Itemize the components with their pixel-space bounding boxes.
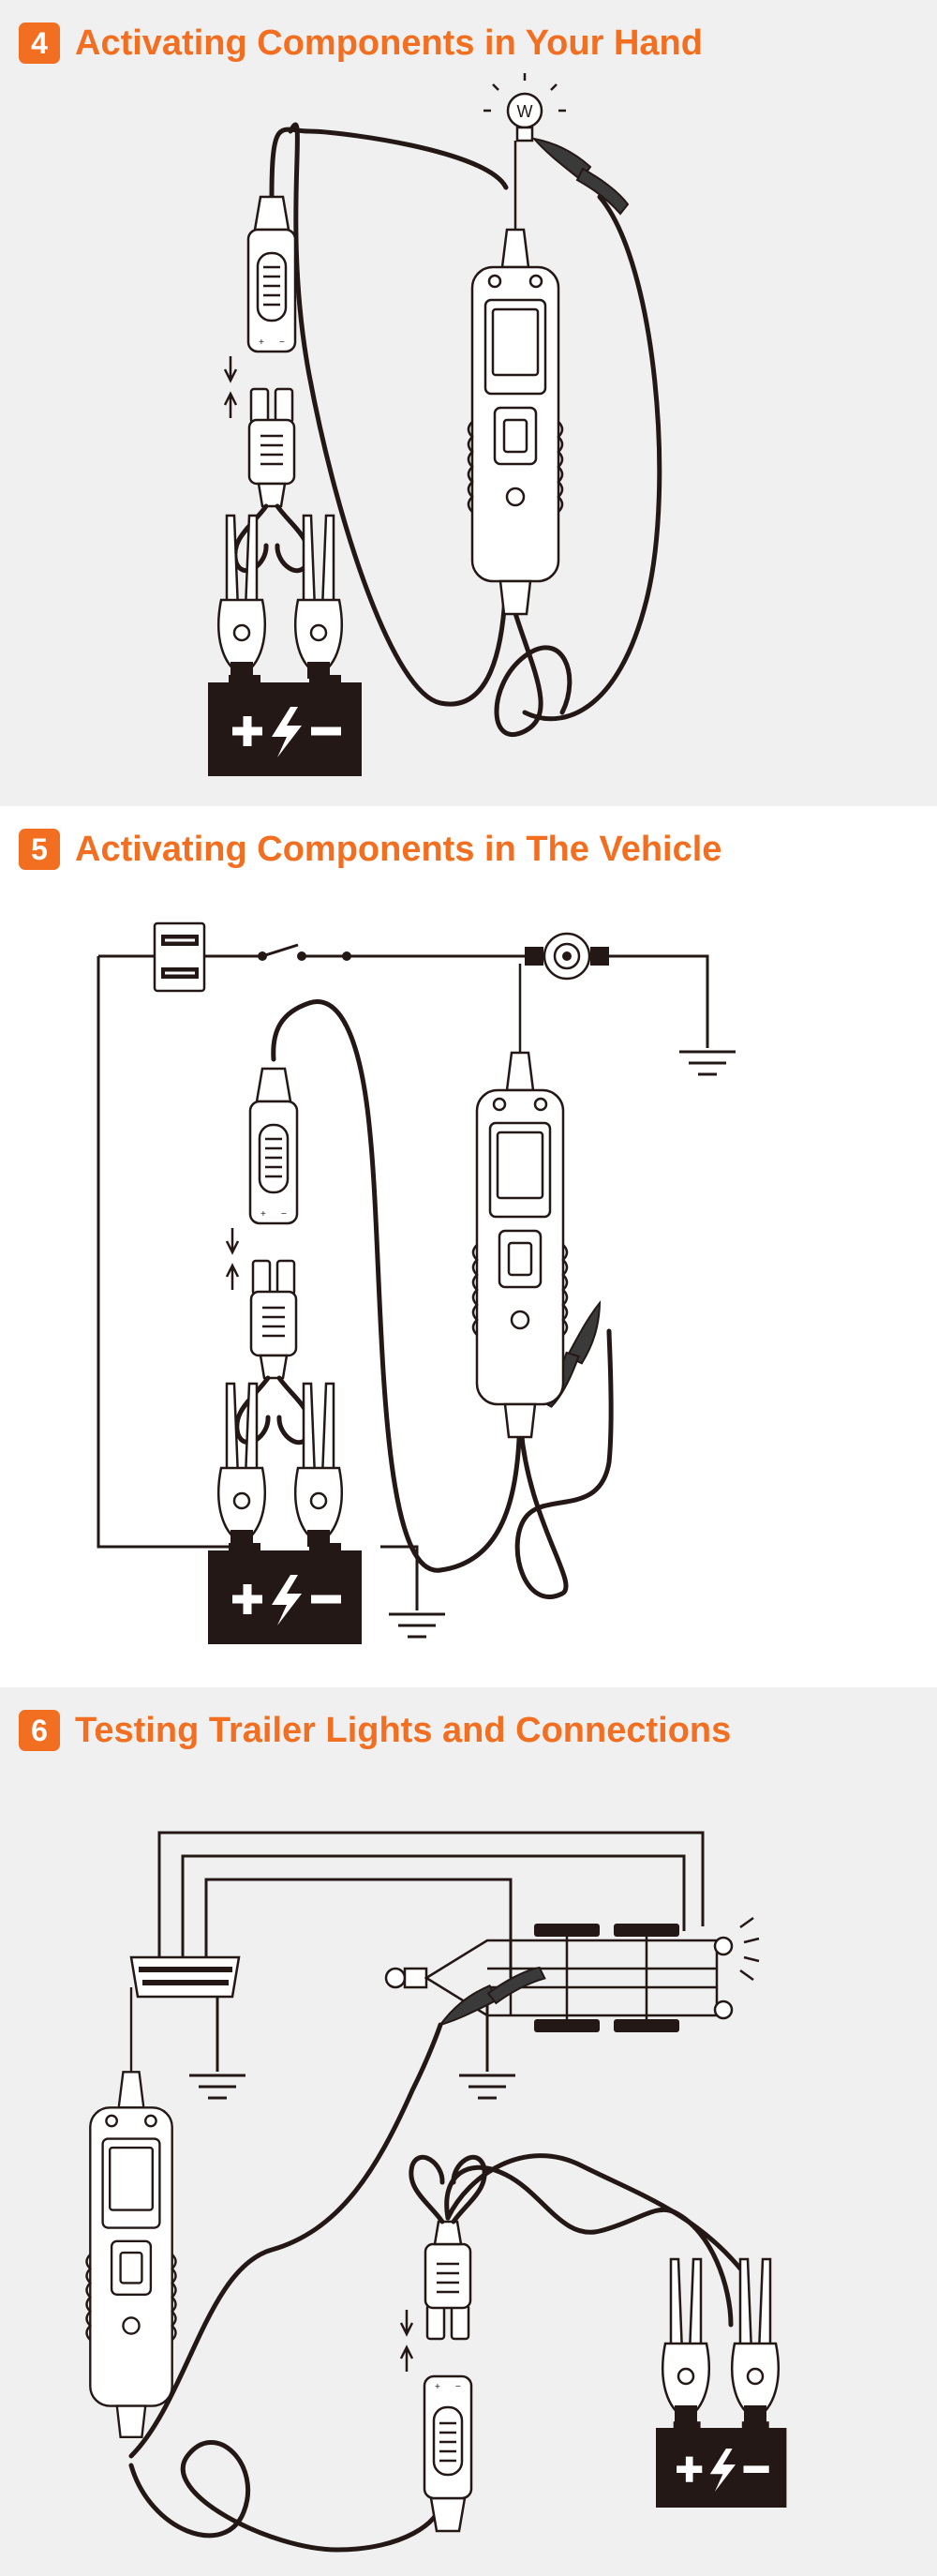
- battery-ground-wire: [380, 1545, 419, 1610]
- section-6: 6 Testing Trailer Lights and Connections: [0, 1687, 937, 2576]
- lamp-socket-icon: [525, 932, 609, 981]
- ground-icon: [187, 2074, 247, 2100]
- probe-cable: [128, 2440, 443, 2553]
- connector-cable: [269, 127, 509, 200]
- trailer-wire-b: [181, 1854, 686, 1957]
- top-wire-c: [609, 954, 709, 1048]
- section-6-header: 6 Testing Trailer Lights and Connections: [19, 1710, 731, 1751]
- left-wire: [97, 956, 245, 1549]
- power-probe-icon: [85, 1985, 177, 2438]
- bulb-label: W: [517, 102, 533, 121]
- probe-cable: [288, 122, 509, 707]
- connector-cable-2: [445, 2153, 743, 2271]
- return-cable: [522, 194, 662, 722]
- fuse-icon: [153, 921, 206, 993]
- battery-clamp-negative-icon: [730, 2257, 781, 2424]
- section-5: 5 Activating Components in The Vehicle: [0, 806, 937, 1687]
- diagram-trailer: [85, 1831, 937, 2553]
- trailer-icon: [384, 1916, 760, 2032]
- ground-icon: [387, 1612, 447, 1639]
- section-6-badge: 6: [19, 1710, 60, 1751]
- trailer-wire-a: [157, 1831, 705, 1957]
- ground-icon: [677, 1050, 737, 1076]
- cable-loop: [494, 578, 573, 737]
- ground-cable: [514, 1328, 614, 1599]
- section-4-title: Activating Components in Your Hand: [75, 22, 703, 63]
- connector-plug-icon: [225, 197, 308, 571]
- connector-plug-icon: [401, 2157, 484, 2531]
- connector-cable: [444, 2164, 734, 2328]
- power-probe-icon: [471, 962, 569, 1439]
- power-probe-icon: [467, 139, 564, 616]
- switch-icon: [261, 943, 299, 958]
- diagram-hand: W: [0, 73, 662, 806]
- battery-clamp-positive-icon: [216, 514, 267, 681]
- battery-icon: [656, 2421, 786, 2508]
- diagram-vehicle: [97, 921, 737, 1687]
- light-bulb-icon: W: [483, 73, 566, 142]
- alligator-clip-icon: [439, 1939, 549, 2058]
- probe-ground-cable: [128, 2022, 443, 2459]
- battery-clamp-positive-icon: [661, 2257, 711, 2424]
- alligator-clip-icon: [533, 138, 629, 215]
- section-5-title: Activating Components in The Vehicle: [75, 829, 722, 869]
- section-4-badge: 4: [19, 22, 60, 64]
- trailer-connector-icon: [129, 1955, 241, 1999]
- trailer-wire-c: [204, 1878, 513, 1978]
- section-4: 4 Activating Components in Your Hand W: [0, 0, 937, 806]
- connector-plug-icon: [227, 1069, 310, 1443]
- probe-cable: [271, 999, 523, 1573]
- battery-icon: [208, 1543, 362, 1644]
- section-5-header: 5 Activating Components in The Vehicle: [19, 829, 721, 870]
- ground-icon: [457, 2074, 517, 2100]
- section-5-badge: 5: [19, 829, 60, 870]
- section-4-header: 4 Activating Components in Your Hand: [19, 22, 703, 64]
- battery-icon: [208, 675, 362, 776]
- section-6-title: Testing Trailer Lights and Connections: [75, 1710, 732, 1750]
